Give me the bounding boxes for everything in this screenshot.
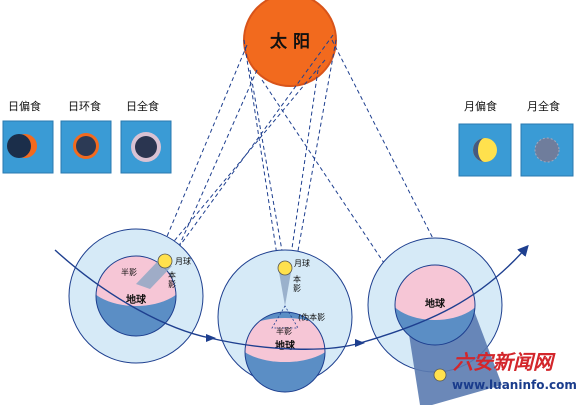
lunar-eclipse-panel-total: 月全食	[520, 99, 574, 177]
lunar-eclipse-panel-partial: 月偏食	[458, 99, 512, 177]
earth-left-label: 地球	[126, 293, 147, 306]
umbra-left-label: 本影	[168, 270, 176, 289]
orbit-arrow-icon	[206, 334, 216, 342]
moon-middle	[277, 260, 293, 276]
moon-disc-icon	[7, 134, 31, 158]
watermark-brand: 六安新闻网	[453, 350, 556, 374]
solar-eclipse-panel-annular: 日环食	[60, 99, 112, 174]
orbit-path	[54, 244, 529, 350]
moon-right	[433, 368, 447, 382]
scene-right: 地球	[367, 237, 503, 405]
lunar-partial-label: 月偏食	[464, 99, 497, 113]
lunar-total-label: 月全食	[527, 99, 560, 113]
moon-left	[157, 253, 173, 269]
solar-partial-label: 日偏食	[8, 99, 41, 113]
earth-middle	[245, 312, 325, 392]
antumbra-cone	[271, 305, 299, 329]
penumbra-middle-label: 半影	[276, 326, 292, 336]
earth-shadow-icon	[473, 138, 485, 162]
moon-middle-label: 月球	[294, 258, 310, 268]
watermark: 六安新闻网 www.luaninfo.com	[452, 350, 576, 392]
sun: 太 阳	[243, 0, 337, 87]
shadow-beam	[279, 272, 291, 306]
moon-disc-icon	[534, 137, 560, 163]
solar-eclipse-panel-total: 日全食	[120, 99, 172, 174]
watermark-url: www.luaninfo.com	[452, 378, 576, 392]
sun-label: 太 阳	[270, 31, 310, 52]
light-rays	[157, 34, 449, 273]
solar-annular-label: 日环食	[68, 99, 101, 113]
penumbra-left-label: 半影	[121, 267, 137, 277]
scene-left: 地球 月球 半影 本影	[68, 228, 204, 364]
earth-middle-label: 地球	[275, 339, 296, 352]
umbra-middle-label: 本影	[293, 274, 301, 293]
solar-total-label: 日全食	[126, 99, 159, 113]
shadow-beam	[136, 262, 172, 289]
earth-right-label: 地球	[425, 297, 446, 310]
moon-disc-icon	[473, 138, 497, 162]
orbit-arrow-icon	[355, 339, 365, 347]
moon-disc-icon	[135, 136, 157, 158]
scene-middle: 地球 月球 本影 (伪本影 半影	[217, 249, 353, 393]
moon-left-label: 月球	[175, 256, 191, 266]
solar-eclipse-panel-partial: 日偏食	[2, 99, 54, 174]
earth-right	[395, 265, 475, 345]
moon-disc-icon	[76, 136, 96, 156]
antumbra-middle-label: (伪本影	[298, 312, 325, 322]
